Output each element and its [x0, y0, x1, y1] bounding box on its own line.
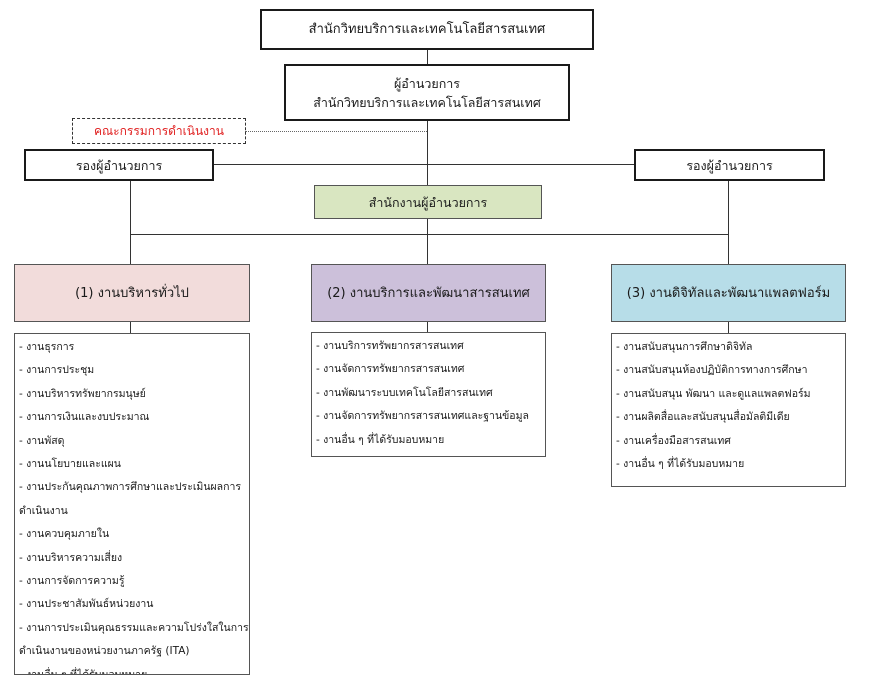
connector-deputy-right-down — [728, 180, 729, 234]
list-item: - งานสนับสนุน พัฒนา และดูแลแพลตฟอร์ม — [616, 387, 811, 400]
connector-unit3-list — [728, 321, 729, 334]
connector-unit1-list — [130, 321, 131, 334]
committee-label: คณะกรรมการดำเนินงาน — [94, 123, 224, 138]
list-item: - งานสนับสนุนการศึกษาดิจิทัล — [616, 341, 753, 353]
list-item: - งานผลิตสื่อและสนับสนุนสื่อมัลติมีเดีย — [616, 411, 790, 424]
deputy-director-left-label: รองผู้อำนวยการ — [75, 157, 163, 173]
unit-2-title: (2) งานบริการและพัฒนาสารสนเทศ — [327, 285, 530, 301]
connector-unit3 — [728, 234, 729, 265]
list-item: - งานสนับสนุนห้องปฏิบัติการทางการศึกษา — [616, 364, 808, 377]
deputy-director-right-box: รองผู้อำนวยการ — [634, 149, 825, 181]
list-item: - งานอื่น ๆ ที่ได้รับมอบหมาย — [616, 458, 745, 471]
list-item: - งานจัดการทรัพยากรสารสนเทศ — [316, 363, 465, 376]
connector-deputies — [213, 164, 636, 165]
director-box: ผู้อำนวยการ สำนักวิทยบริการและเทคโนโลยีส… — [284, 64, 570, 121]
list-item: - งานการประเมินคุณธรรมและความโปร่งใสในกา… — [19, 621, 249, 658]
unit-1-title: (1) งานบริหารทั่วไป — [75, 285, 189, 301]
list-item: - งานประกันคุณภาพการศึกษาและประเมินผลการ… — [19, 481, 241, 517]
list-item: - งานอื่น ๆ ที่ได้รับมอบหมาย — [19, 668, 148, 675]
list-item: - งานเครื่องมือสารสนเทศ — [616, 434, 731, 447]
unit-3-task-list: - งานสนับสนุนการศึกษาดิจิทัล - งานสนับสน… — [611, 333, 846, 487]
list-item: - งานบริการทรัพยากรสารสนเทศ — [316, 340, 464, 352]
committee-box: คณะกรรมการดำเนินงาน — [72, 118, 246, 144]
list-item: - งานการเงินและงบประมาณ — [19, 411, 150, 424]
office-label: สำนักงานผู้อำนวยการ — [368, 194, 488, 210]
list-item: - งานประชาสัมพันธ์หน่วยงาน — [19, 598, 154, 611]
unit-2-task-list: - งานบริการทรัพยากรสารสนเทศ - งานจัดการท… — [311, 332, 546, 457]
connector-deputy-left-down — [130, 180, 131, 234]
list-item: - งานการประชุม — [19, 364, 95, 377]
list-item: - งานควบคุมภายใน — [19, 528, 110, 541]
organization-title: สำนักวิทยบริการและเทคโนโลยีสารสนเทศ — [308, 22, 546, 37]
unit-3-title: (3) งานดิจิทัลและพัฒนาแพลตฟอร์ม — [626, 285, 831, 301]
office-box: สำนักงานผู้อำนวยการ — [314, 185, 542, 219]
list-item: - งานการจัดการความรู้ — [19, 575, 125, 588]
list-item: - งานนโยบายและแผน — [19, 458, 121, 471]
director-unit: สำนักวิทยบริการและเทคโนโลยีสารสนเทศ — [313, 94, 541, 110]
unit-1-header: (1) งานบริหารทั่วไป — [14, 264, 250, 322]
connector-committee — [245, 131, 427, 132]
list-item: - งานบริหารความเสี่ยง — [19, 551, 123, 564]
director-title: ผู้อำนวยการ — [393, 75, 461, 91]
list-item: - งานอื่น ๆ ที่ได้รับมอบหมาย — [316, 433, 445, 446]
connector-horizontal-units — [130, 234, 729, 235]
unit-1-task-list: - งานธุรการ - งานการประชุม - งานบริหารทร… — [14, 333, 250, 675]
connector-unit2-list — [427, 321, 428, 333]
deputy-director-left-box: รองผู้อำนวยการ — [24, 149, 214, 181]
list-item: - งานบริหารทรัพยากรมนุษย์ — [19, 387, 146, 400]
organization-title-box: สำนักวิทยบริการและเทคโนโลยีสารสนเทศ — [260, 9, 594, 50]
list-item: - งานพัฒนาระบบเทคโนโลยีสารสนเทศ — [316, 386, 493, 399]
deputy-director-right-label: รองผู้อำนวยการ — [686, 157, 773, 173]
connector-top — [427, 49, 428, 65]
list-item: - งานพัสดุ — [19, 434, 65, 447]
unit-3-header: (3) งานดิจิทัลและพัฒนาแพลตฟอร์ม — [611, 264, 846, 322]
connector-unit1 — [130, 234, 131, 265]
unit-2-header: (2) งานบริการและพัฒนาสารสนเทศ — [311, 264, 546, 322]
list-item: - งานจัดการทรัพยากรสารสนเทศและฐานข้อมูล — [316, 410, 529, 423]
list-item: - งานธุรการ — [19, 341, 75, 353]
